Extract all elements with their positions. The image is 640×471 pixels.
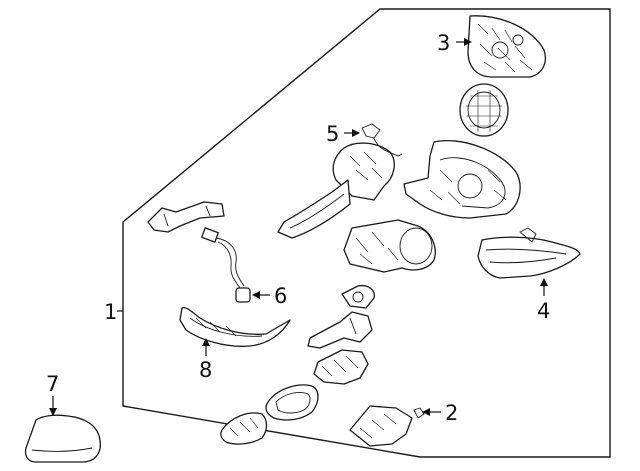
callout-1: 1 <box>104 300 117 324</box>
callout-3: 3 <box>437 31 450 55</box>
rounded-cover-part <box>265 384 319 421</box>
callout-2: 2 <box>445 401 458 425</box>
mirror-glass-part <box>467 15 546 78</box>
turn-signal-lamp-part <box>477 227 581 279</box>
lower-cap-part <box>349 405 425 447</box>
arrow-2 <box>422 408 430 416</box>
wiring-pigtail-part <box>201 227 251 303</box>
bracket-part <box>147 201 225 233</box>
clip-part <box>341 284 375 309</box>
callout-5: 5 <box>326 122 339 146</box>
callout-4: 4 <box>537 299 550 323</box>
power-fold-unit-part <box>277 123 403 239</box>
mirror-base-part <box>343 219 436 273</box>
arrow-3 <box>464 38 472 46</box>
arrow-5 <box>352 129 360 137</box>
assembly-frame <box>122 8 611 458</box>
arrow-7 <box>49 408 57 416</box>
support-arm-part <box>307 311 373 349</box>
mirror-cap-part <box>24 414 102 463</box>
arrow-6 <box>252 291 260 299</box>
inner-housing-part <box>313 349 369 385</box>
callout-8: 8 <box>199 358 212 382</box>
lower-lamp-part <box>220 412 268 445</box>
callout-6: 6 <box>274 284 287 308</box>
arrow-4 <box>540 278 548 286</box>
arrow-8 <box>202 338 210 346</box>
mirror-motor-part <box>459 83 509 137</box>
trim-strip-part <box>179 306 291 347</box>
callout-7: 7 <box>46 372 59 396</box>
mirror-housing-part <box>403 140 521 219</box>
